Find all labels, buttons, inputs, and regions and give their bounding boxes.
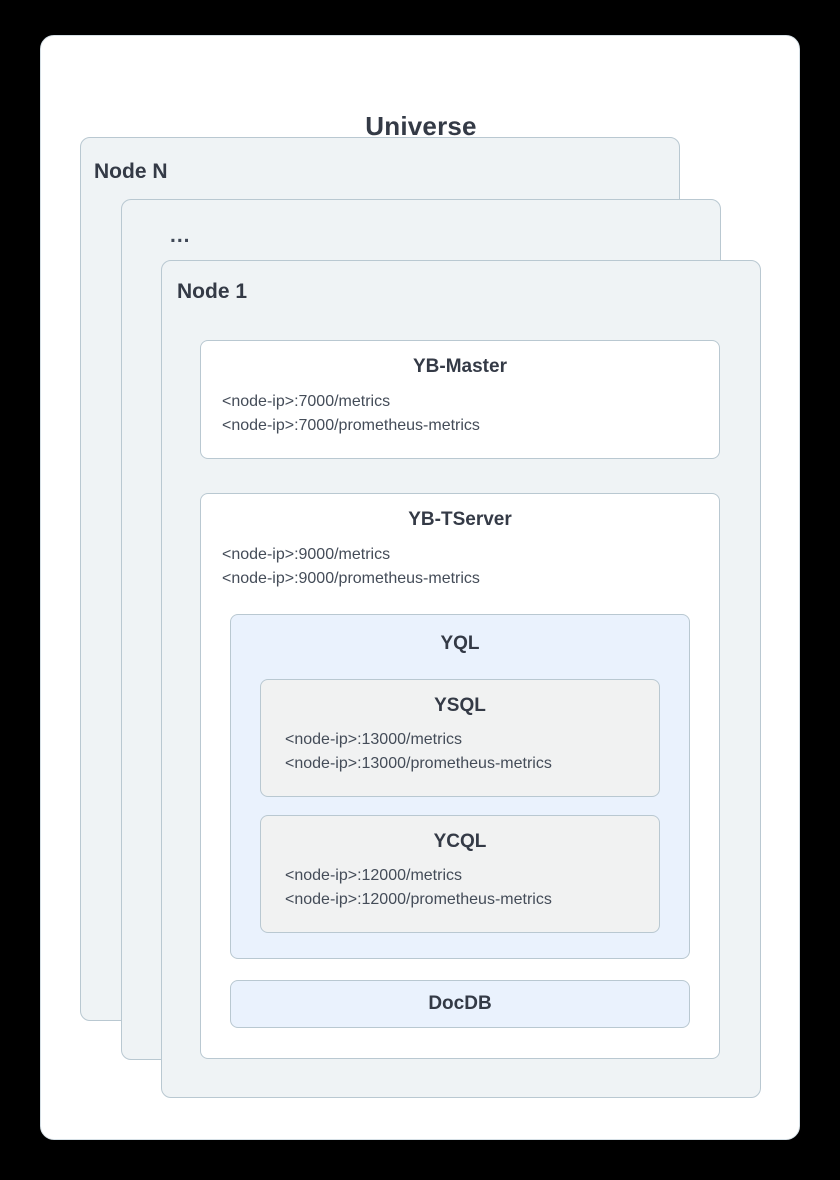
ycql-endpoint-prometheus: <node-ip>:12000/prometheus-metrics xyxy=(285,891,552,908)
yb-master-endpoint-prometheus: <node-ip>:7000/prometheus-metrics xyxy=(222,417,480,434)
node-n-label: Node N xyxy=(94,160,168,183)
ysql-title: YSQL xyxy=(434,695,486,716)
yb-tserver-title: YB-TServer xyxy=(408,509,512,530)
docdb-title: DocDB xyxy=(428,993,492,1014)
ysql-box: YSQL <node-ip>:13000/metrics <node-ip>:1… xyxy=(260,679,660,797)
yb-master-title: YB-Master xyxy=(413,356,507,377)
yb-tserver-endpoint-prometheus: <node-ip>:9000/prometheus-metrics xyxy=(222,570,480,587)
ysql-endpoints: <node-ip>:13000/metrics <node-ip>:13000/… xyxy=(261,717,659,776)
yb-master-endpoint-metrics: <node-ip>:7000/metrics xyxy=(222,393,391,410)
universe-title: Universe xyxy=(365,111,477,141)
ysql-endpoint-metrics: <node-ip>:13000/metrics xyxy=(285,731,462,748)
node-ellipsis-label: ... xyxy=(170,224,191,247)
yb-tserver-endpoints: <node-ip>:9000/metrics <node-ip>:9000/pr… xyxy=(201,531,719,591)
yb-tserver-endpoint-metrics: <node-ip>:9000/metrics xyxy=(222,546,391,563)
ycql-title: YCQL xyxy=(433,831,487,852)
ycql-endpoint-metrics: <node-ip>:12000/metrics xyxy=(285,867,462,884)
ycql-box: YCQL <node-ip>:12000/metrics <node-ip>:1… xyxy=(260,815,660,933)
ycql-endpoints: <node-ip>:12000/metrics <node-ip>:12000/… xyxy=(261,853,659,912)
yb-master-endpoints: <node-ip>:7000/metrics <node-ip>:7000/pr… xyxy=(201,378,719,438)
yb-master-box: YB-Master <node-ip>:7000/metrics <node-i… xyxy=(200,340,720,459)
docdb-box: DocDB xyxy=(230,980,690,1028)
yql-title: YQL xyxy=(440,633,480,654)
node-1-label: Node 1 xyxy=(177,280,248,303)
ysql-endpoint-prometheus: <node-ip>:13000/prometheus-metrics xyxy=(285,755,552,772)
